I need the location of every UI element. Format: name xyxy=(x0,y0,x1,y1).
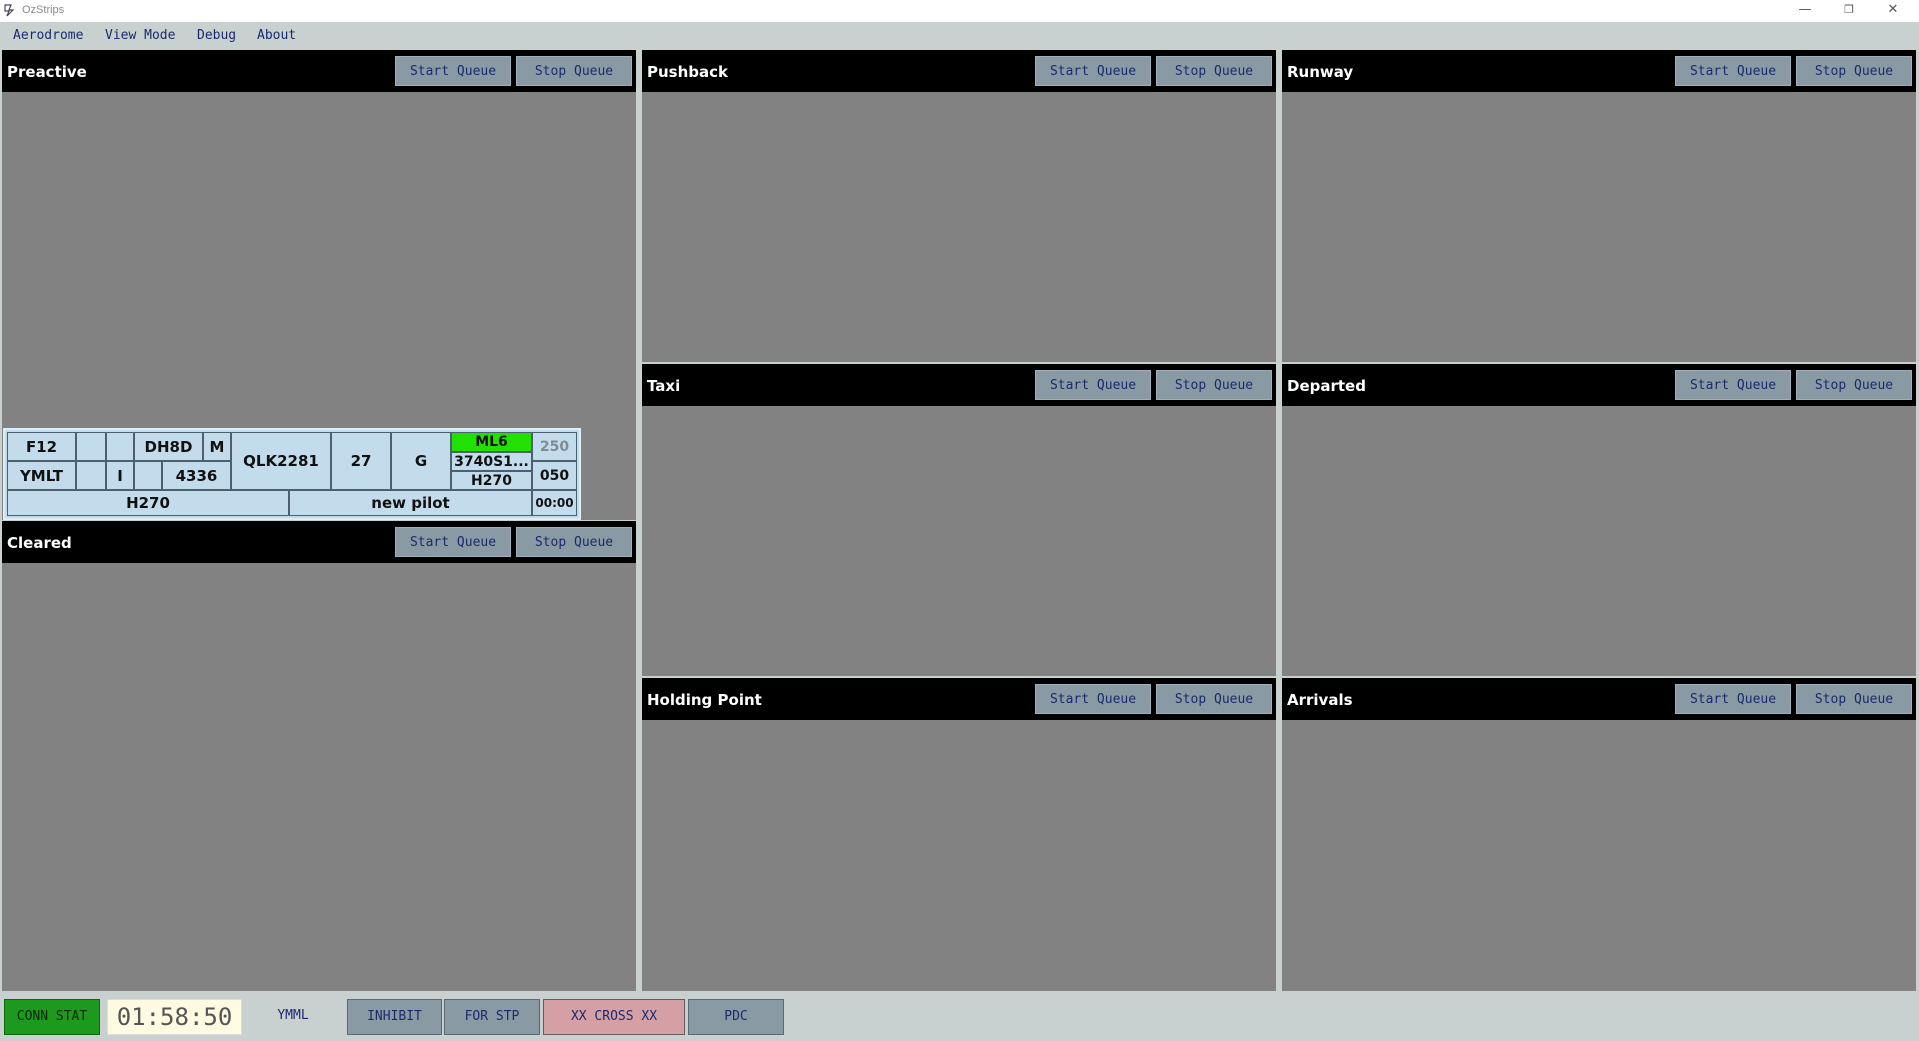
bay-title: Departed xyxy=(1287,377,1366,395)
strip-runway[interactable]: 27 xyxy=(331,432,391,490)
strip-aircraft-type[interactable]: DH8D xyxy=(134,432,203,461)
strip-blank-box[interactable] xyxy=(134,461,162,490)
bay-header: Arrivals Start Queue Stop Queue xyxy=(1282,678,1916,720)
bay-header: Runway Start Queue Stop Queue xyxy=(1282,50,1916,92)
strip-remarks[interactable]: new pilot xyxy=(289,490,532,516)
status-bar: CONN STAT 01:58:50 YMML INHIBIT FOR STP … xyxy=(0,992,1919,1041)
strip-time[interactable]: 00:00 xyxy=(532,490,577,516)
bay-title: Cleared xyxy=(7,534,72,552)
bay-header: Pushback Start Queue Stop Queue xyxy=(642,50,1276,92)
strip-heading[interactable]: H270 xyxy=(451,471,532,490)
stop-queue-button[interactable]: Stop Queue xyxy=(516,527,632,557)
bay-runway: Runway Start Queue Stop Queue xyxy=(1282,50,1916,362)
bay-pushback: Pushback Start Queue Stop Queue xyxy=(642,50,1276,362)
for-stp-button[interactable]: FOR STP xyxy=(444,999,540,1035)
flight-strip[interactable]: F12 YMLT I DH8D M 4336 QLK2281 27 G ML6 … xyxy=(3,428,581,520)
menu-bar: Aerodrome View Mode Debug About xyxy=(0,22,1919,49)
stop-queue-button[interactable]: Stop Queue xyxy=(1796,684,1912,714)
bay-title: Holding Point xyxy=(647,691,762,709)
bay-title: Pushback xyxy=(647,63,729,81)
strip-squawk[interactable]: 4336 xyxy=(162,461,231,490)
pdc-button[interactable]: PDC xyxy=(688,999,784,1035)
start-queue-button[interactable]: Start Queue xyxy=(1035,684,1151,714)
bay-taxi: Taxi Start Queue Stop Queue xyxy=(642,364,1276,676)
minimize-button[interactable]: — xyxy=(1798,2,1812,17)
strip-blank-box[interactable] xyxy=(106,432,134,461)
strip-route[interactable]: 3740S1... xyxy=(451,452,532,471)
start-queue-button[interactable]: Start Queue xyxy=(1675,684,1791,714)
strip-flight-rules[interactable]: I xyxy=(106,461,134,490)
start-queue-button[interactable]: Start Queue xyxy=(395,56,511,86)
start-queue-button[interactable]: Start Queue xyxy=(395,527,511,557)
cross-button[interactable]: XX CROSS XX xyxy=(543,999,685,1035)
strip-callsign[interactable]: QLK2281 xyxy=(231,432,331,490)
bay-header: Holding Point Start Queue Stop Queue xyxy=(642,678,1276,720)
aerodrome-label[interactable]: YMML xyxy=(277,1008,309,1023)
bay-header: Taxi Start Queue Stop Queue xyxy=(642,364,1276,406)
bay-cleared: Cleared Start Queue Stop Queue xyxy=(2,521,636,991)
start-queue-button[interactable]: Start Queue xyxy=(1035,370,1151,400)
strip-gate[interactable]: F12 xyxy=(7,432,76,461)
bay-header: Preactive Start Queue Stop Queue xyxy=(2,50,636,92)
stop-queue-button[interactable]: Stop Queue xyxy=(1156,370,1272,400)
strip-glop[interactable]: H270 xyxy=(7,490,289,516)
strip-sid[interactable]: ML6 xyxy=(451,432,532,452)
close-button[interactable]: ✕ xyxy=(1887,2,1899,17)
stop-queue-button[interactable]: Stop Queue xyxy=(1156,684,1272,714)
stop-queue-button[interactable]: Stop Queue xyxy=(1796,370,1912,400)
stop-queue-button[interactable]: Stop Queue xyxy=(1796,56,1912,86)
window-title: OzStrips xyxy=(22,4,65,16)
title-bar: OzStrips — ❐ ✕ xyxy=(0,0,1919,22)
bay-holding-point: Holding Point Start Queue Stop Queue xyxy=(642,678,1276,991)
strip-cfl[interactable]: 050 xyxy=(532,461,577,490)
strip-blank-box[interactable] xyxy=(76,432,106,461)
strip-blank-box[interactable] xyxy=(76,461,106,490)
strip-destination[interactable]: YMLT xyxy=(7,461,76,490)
app-icon xyxy=(4,4,15,17)
strip-ready[interactable]: G xyxy=(391,432,451,490)
start-queue-button[interactable]: Start Queue xyxy=(1675,370,1791,400)
bay-title: Runway xyxy=(1287,63,1354,81)
inhibit-button[interactable]: INHIBIT xyxy=(347,999,442,1035)
restore-button[interactable]: ❐ xyxy=(1844,3,1854,16)
conn-stat-button[interactable]: CONN STAT xyxy=(4,999,100,1035)
utc-clock: 01:58:50 xyxy=(107,999,242,1035)
stop-queue-button[interactable]: Stop Queue xyxy=(1156,56,1272,86)
start-queue-button[interactable]: Start Queue xyxy=(1675,56,1791,86)
menu-debug[interactable]: Debug xyxy=(197,28,237,43)
bay-header: Cleared Start Queue Stop Queue xyxy=(2,521,636,563)
menu-view-mode[interactable]: View Mode xyxy=(105,28,176,43)
bay-departed: Departed Start Queue Stop Queue xyxy=(1282,364,1916,676)
menu-aerodrome[interactable]: Aerodrome xyxy=(13,28,84,43)
bay-arrivals: Arrivals Start Queue Stop Queue xyxy=(1282,678,1916,991)
bay-title: Preactive xyxy=(7,63,87,81)
stop-queue-button[interactable]: Stop Queue xyxy=(516,56,632,86)
bay-title: Arrivals xyxy=(1287,691,1353,709)
strip-wake[interactable]: M xyxy=(203,432,231,461)
strip-rfl[interactable]: 250 xyxy=(532,432,577,461)
bay-header: Departed Start Queue Stop Queue xyxy=(1282,364,1916,406)
bay-title: Taxi xyxy=(647,377,681,395)
start-queue-button[interactable]: Start Queue xyxy=(1035,56,1151,86)
menu-about[interactable]: About xyxy=(257,28,297,43)
